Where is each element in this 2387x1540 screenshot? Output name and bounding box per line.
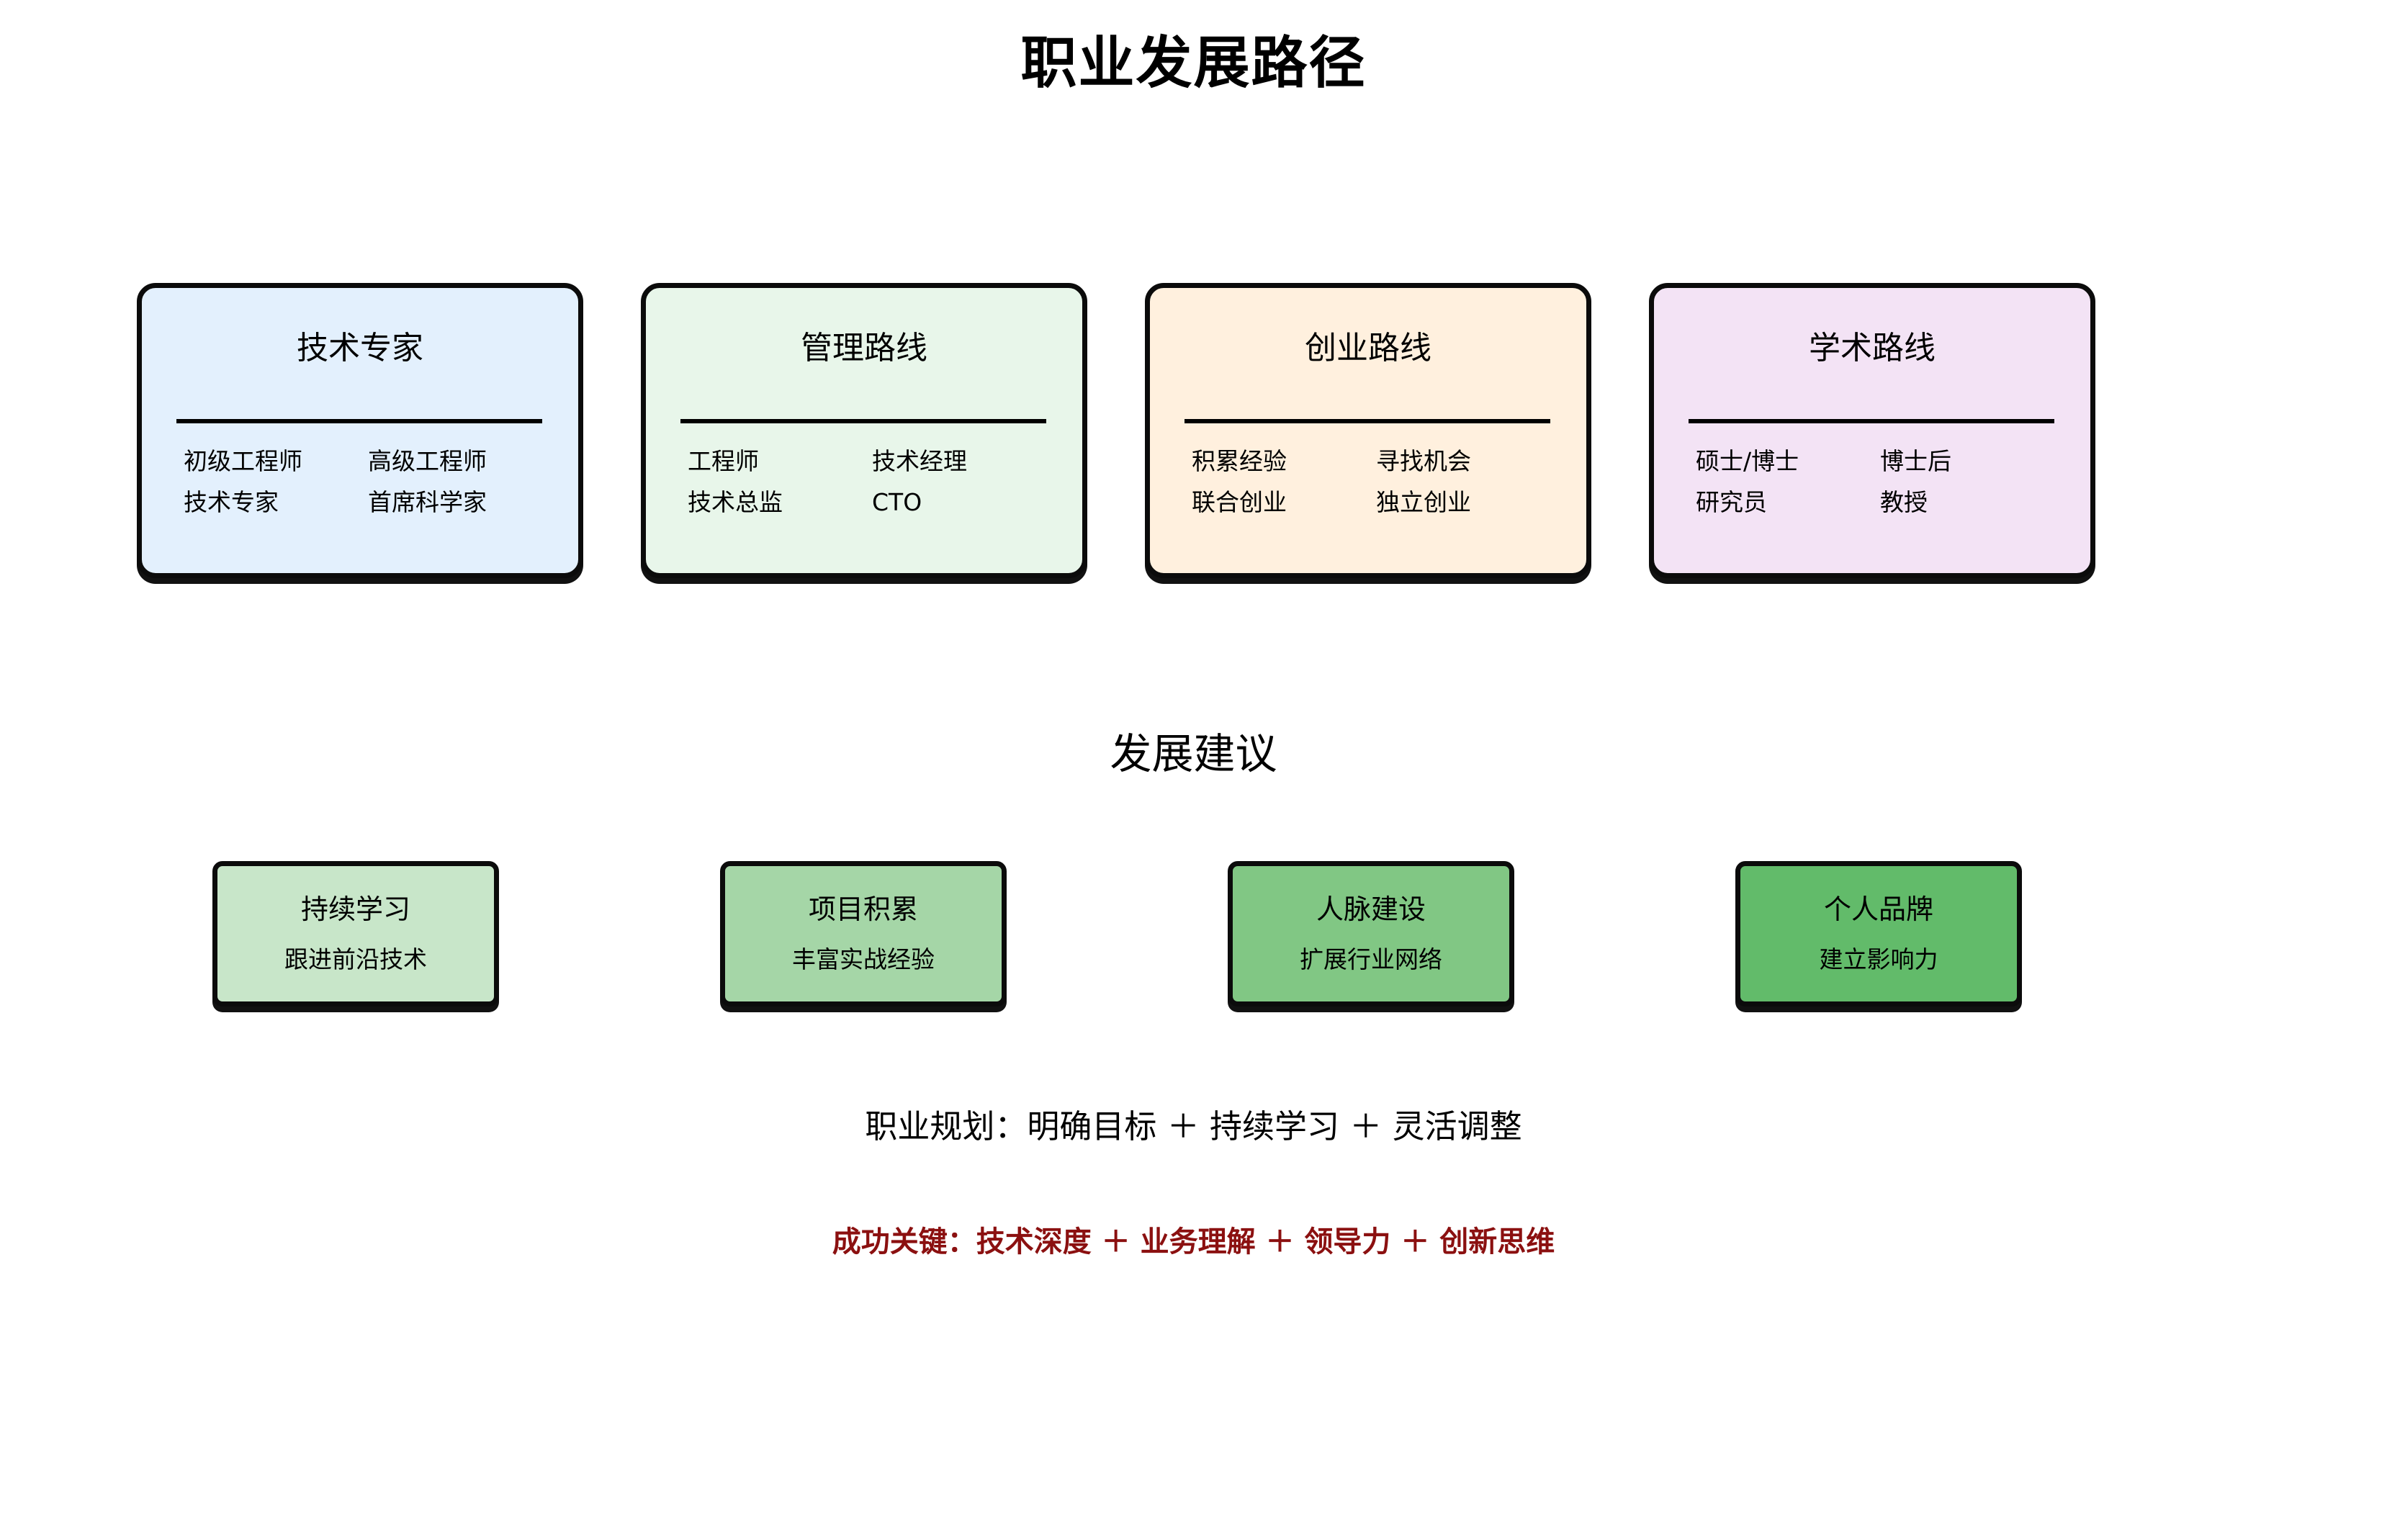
advice-box-continuous-learning[interactable]: 持续学习 跟进前沿技术 — [212, 861, 499, 1007]
success-keys-summary: 成功关键：技术深度 ＋ 业务理解 ＋ 领导力 ＋ 创新思维 — [832, 1225, 1555, 1258]
path-level: 博士后 — [1880, 447, 1951, 475]
path-level: 工程师 — [688, 447, 759, 475]
advice-box-personal-brand[interactable]: 个人品牌 建立影响力 — [1735, 861, 2022, 1007]
advice-box-networking[interactable]: 人脉建设 扩展行业网络 — [1228, 861, 1514, 1007]
path-level: 技术专家 — [184, 488, 279, 516]
path-level: 技术总监 — [688, 488, 783, 516]
path-level: 积累经验 — [1192, 447, 1287, 475]
advice-box-subtitle: 扩展行业网络 — [1300, 945, 1442, 973]
advice-box-title: 持续学习 — [300, 893, 410, 926]
path-card-technical[interactable]: 技术专家 初级工程师 高级工程师 技术专家 首席科学家 — [137, 283, 583, 578]
page-title: 职业发展路径 — [1020, 31, 1367, 96]
path-card-levels: 初级工程师 高级工程师 技术专家 首席科学家 — [184, 441, 544, 523]
advice-box-subtitle: 建立影响力 — [1819, 945, 1938, 973]
path-level: 初级工程师 — [184, 447, 302, 475]
path-card-entrepreneurship[interactable]: 创业路线 积累经验 寻找机会 联合创业 独立创业 — [1145, 283, 1591, 578]
career-paths-row: 技术专家 初级工程师 高级工程师 技术专家 首席科学家 管理路线 工程师 技术经… — [137, 283, 2257, 594]
path-level: 寻找机会 — [1376, 447, 1471, 475]
path-card-title: 创业路线 — [1305, 330, 1431, 366]
advice-boxes-row: 持续学习 跟进前沿技术 项目积累 丰富实战经验 人脉建设 扩展行业网络 个人品牌… — [212, 861, 2178, 1034]
advice-box-title: 项目积累 — [808, 893, 918, 926]
advice-box-title: 个人品牌 — [1823, 893, 1933, 926]
path-level: 首席科学家 — [368, 488, 487, 516]
path-card-divider — [680, 419, 1046, 423]
path-level: CTO — [872, 488, 922, 516]
path-card-levels: 积累经验 寻找机会 联合创业 独立创业 — [1192, 441, 1552, 523]
path-card-divider — [176, 419, 542, 423]
career-plan-summary: 职业规划：明确目标 ＋ 持续学习 ＋ 灵活调整 — [865, 1107, 1522, 1145]
path-card-academic[interactable]: 学术路线 硕士/博士 博士后 研究员 教授 — [1649, 283, 2095, 578]
path-level: 高级工程师 — [368, 447, 487, 475]
path-level: 技术经理 — [872, 447, 967, 475]
path-card-levels: 硕士/博士 博士后 研究员 教授 — [1696, 441, 2056, 523]
path-card-title: 学术路线 — [1809, 330, 1936, 366]
path-card-divider — [1689, 419, 2054, 423]
path-level: 研究员 — [1696, 488, 1767, 516]
path-card-title: 管理路线 — [801, 330, 927, 366]
path-level: 联合创业 — [1192, 488, 1287, 516]
path-card-management[interactable]: 管理路线 工程师 技术经理 技术总监 CTO — [641, 283, 1087, 578]
path-card-title: 技术专家 — [297, 330, 423, 366]
advice-box-subtitle: 跟进前沿技术 — [284, 945, 427, 973]
advice-box-subtitle: 丰富实战经验 — [792, 945, 935, 973]
path-level: 教授 — [1880, 488, 1928, 516]
advice-section-heading: 发展建议 — [1110, 729, 1277, 778]
advice-box-project-experience[interactable]: 项目积累 丰富实战经验 — [720, 861, 1007, 1007]
path-level: 硕士/博士 — [1696, 447, 1799, 475]
path-card-divider — [1184, 419, 1550, 423]
path-card-levels: 工程师 技术经理 技术总监 CTO — [688, 441, 1048, 523]
advice-box-title: 人脉建设 — [1316, 893, 1426, 926]
path-level: 独立创业 — [1376, 488, 1471, 516]
